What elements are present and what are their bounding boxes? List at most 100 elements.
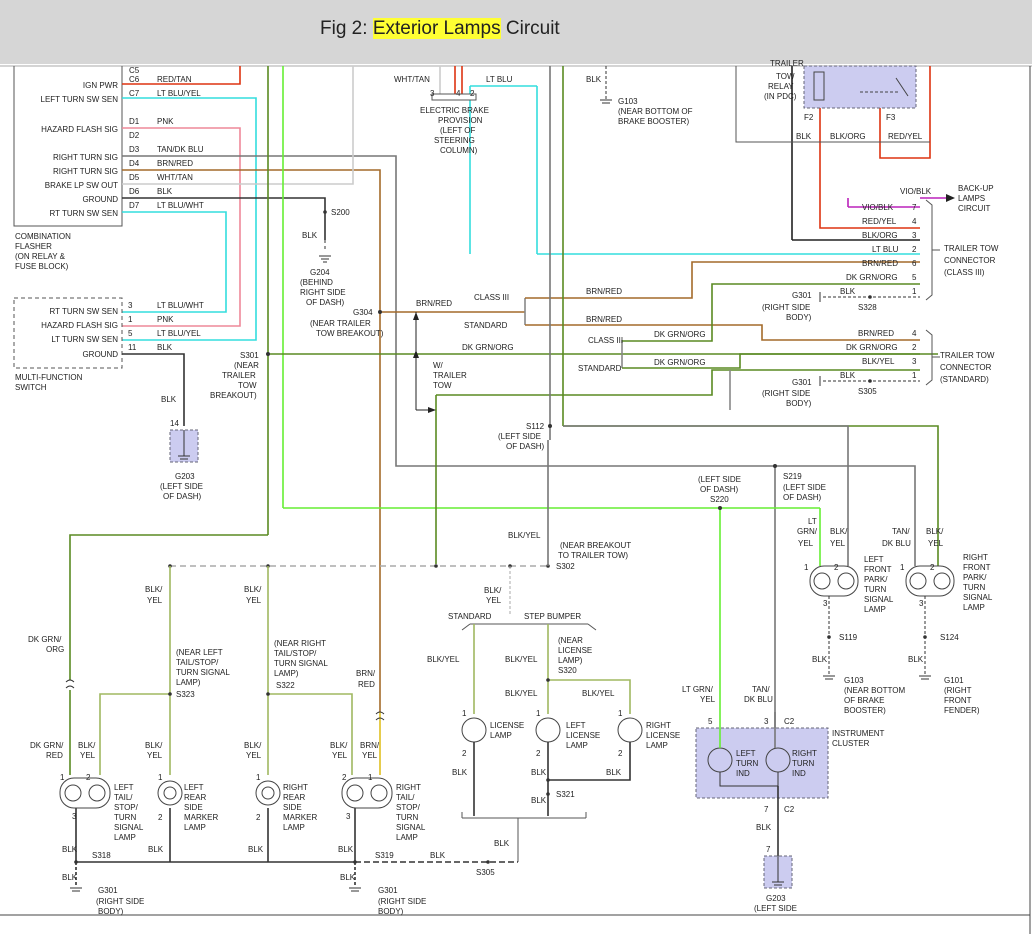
s112-note-0: (LEFT SIDE: [498, 432, 541, 441]
s322-note-3: LAMP): [274, 669, 299, 678]
backup-0: BACK-UP: [958, 184, 994, 193]
cluster-wire-b-1: DK BLU: [744, 695, 773, 704]
ttcs-wire-0: BRN/RED: [858, 329, 894, 338]
s119-wire: BLK: [812, 655, 828, 664]
g204-3: OF DASH): [306, 298, 345, 307]
lic2-1: LICENSE: [566, 731, 600, 740]
g101-1: (RIGHT: [944, 686, 972, 695]
ttcs-1: CONNECTOR: [940, 363, 992, 372]
g103a-wire: BLK: [586, 75, 602, 84]
lic3-gnd-wire: BLK: [606, 768, 622, 777]
trailer-tow-relay: TRAILER TOW RELAY (IN PDC) F2 F3 BLK BLK…: [735, 59, 930, 143]
cf-pin-label-0: IGN PWR: [83, 81, 118, 90]
ttc3-wire-1: RED/YEL: [862, 217, 897, 226]
g203b-wire: BLK: [756, 823, 772, 832]
ttc3-wire-5: DK GRN/ORG: [846, 273, 898, 282]
s200-ground: S200 BLK G204 (BEHIND RIGHT SIDE OF DASH…: [300, 198, 350, 307]
mfs-pin-label-3: GROUND: [82, 350, 118, 359]
cluster-pin-7: 7: [764, 805, 769, 814]
relay-wire-blk: BLK: [796, 132, 812, 141]
brn-red-2: BRN/RED: [586, 315, 622, 324]
ttc3-1: CONNECTOR: [944, 256, 996, 265]
g304-label: G304: [353, 308, 373, 317]
g101-2: FRONT: [944, 696, 972, 705]
left-rear-side-marker: 1 2 LEFT REAR SIDE MARKER LAMP: [157, 773, 218, 832]
g204-1: (BEHIND: [300, 278, 333, 287]
lt-3: TURN: [114, 813, 136, 822]
lm-2: SIDE: [184, 803, 203, 812]
mfs-pin-2: 5: [128, 329, 133, 338]
rm-pin-1: 1: [256, 773, 261, 782]
s124-wire: BLK: [908, 655, 924, 664]
cf-pin-d6: D6: [129, 187, 140, 196]
backup-2: CIRCUIT: [958, 204, 991, 213]
s200-wire: BLK: [302, 231, 318, 240]
mfs-wire-0: LT BLU/WHT: [157, 301, 204, 310]
lf-wire-a-0: LT: [808, 517, 817, 526]
lt-wire-a1: RED: [46, 751, 63, 760]
rf-pin-1: 1: [900, 563, 905, 572]
ttc3-pin-6: 6: [912, 259, 917, 268]
s220-label: S220: [710, 495, 729, 504]
ttc3-pin-4: 4: [912, 217, 917, 226]
s220-note-0: (LEFT SIDE: [698, 475, 741, 484]
relay-pin-f2: F2: [804, 113, 814, 122]
cf-title-2: (ON RELAY &: [15, 252, 66, 261]
figure-title: Fig 2: Exterior Lamps Circuit: [320, 18, 560, 40]
class3-label-a: CLASS III: [474, 293, 509, 302]
rt-gnd-wire: BLK: [338, 845, 354, 854]
rf-4: SIGNAL: [963, 593, 993, 602]
s322-label: S322: [276, 681, 295, 690]
ebp-wire-wht-tan: WHT/TAN: [394, 75, 430, 84]
lt-pin-3: 3: [72, 812, 77, 821]
lt-pin-2: 2: [86, 773, 91, 782]
license-wire-1: YEL: [486, 596, 502, 605]
cf-pin-d3: D3: [129, 145, 140, 154]
g301a-0: G301: [98, 886, 118, 895]
rf-3: TURN: [963, 583, 985, 592]
lic-common-wire: BLK: [494, 839, 510, 848]
lic3-pin2: 2: [618, 749, 623, 758]
license-lamps: BLK/ YEL STANDARD STEP BUMPER (NEAR LICE…: [427, 566, 680, 877]
cf-pin-label-1: LEFT TURN SW SEN: [41, 95, 119, 104]
class-labels: CLASS III STANDARD BRN/RED BRN/RED CLASS…: [464, 287, 706, 373]
rt-0: RIGHT: [396, 783, 421, 792]
g103b-2: OF BRAKE: [844, 696, 884, 705]
s112-note-1: OF DASH): [506, 442, 545, 451]
ebp-0: ELECTRIC BRAKE: [420, 106, 489, 115]
ttcs-wire-3: BLK: [840, 371, 856, 380]
s322-note-2: TURN SIGNAL: [274, 659, 328, 668]
mfs-pin-label-1: HAZARD FLASH SIG: [41, 321, 118, 330]
g203-wire: BLK: [161, 395, 177, 404]
backup-wire: VIO/BLK: [900, 187, 932, 196]
g301c-1: (RIGHT SIDE: [762, 303, 810, 312]
lic-gnd-wire2: BLK: [531, 796, 547, 805]
cf-wire-1: LT BLU/YEL: [157, 89, 201, 98]
ebp-4: COLUMN): [440, 146, 478, 155]
lf-2: PARK/: [864, 575, 888, 584]
relay-3: (IN PDC): [764, 92, 797, 101]
s323-note-1: TAIL/STOP/: [176, 658, 219, 667]
title-prefix: Fig 2:: [320, 18, 373, 39]
s219-note-0: (LEFT SIDE: [783, 483, 826, 492]
backup-1: LAMPS: [958, 194, 985, 203]
lt-5: LAMP: [114, 833, 136, 842]
g204-0: G204: [310, 268, 330, 277]
cf-pin-d4: D4: [129, 159, 140, 168]
lf-wire-a-1: GRN/: [797, 527, 818, 536]
cf-title-3: FUSE BLOCK): [15, 262, 69, 271]
ttc3-pin-1: 1: [912, 287, 917, 296]
mfs-wire-3: BLK: [157, 343, 173, 352]
lic2b-wire: BLK/YEL: [505, 689, 538, 698]
cf-pin-label-2: HAZARD FLASH SIG: [41, 125, 118, 134]
rf-0: RIGHT: [963, 553, 988, 562]
ebp-1: PROVISION: [438, 116, 483, 125]
s301-label: S301: [240, 351, 259, 360]
left-tail-lamp: 1 2 3 LEFT TAIL/ STOP/ TURN SIGNAL LAMP: [59, 773, 144, 842]
lf-5: LAMP: [864, 605, 886, 614]
relay-1: TOW: [776, 72, 795, 81]
s323-note-0: (NEAR LEFT: [176, 648, 223, 657]
ttcs-pin-4: 4: [912, 329, 917, 338]
cf-title-0: COMBINATION: [15, 232, 71, 241]
s302-note-0: (NEAR BREAKOUT: [560, 541, 631, 550]
